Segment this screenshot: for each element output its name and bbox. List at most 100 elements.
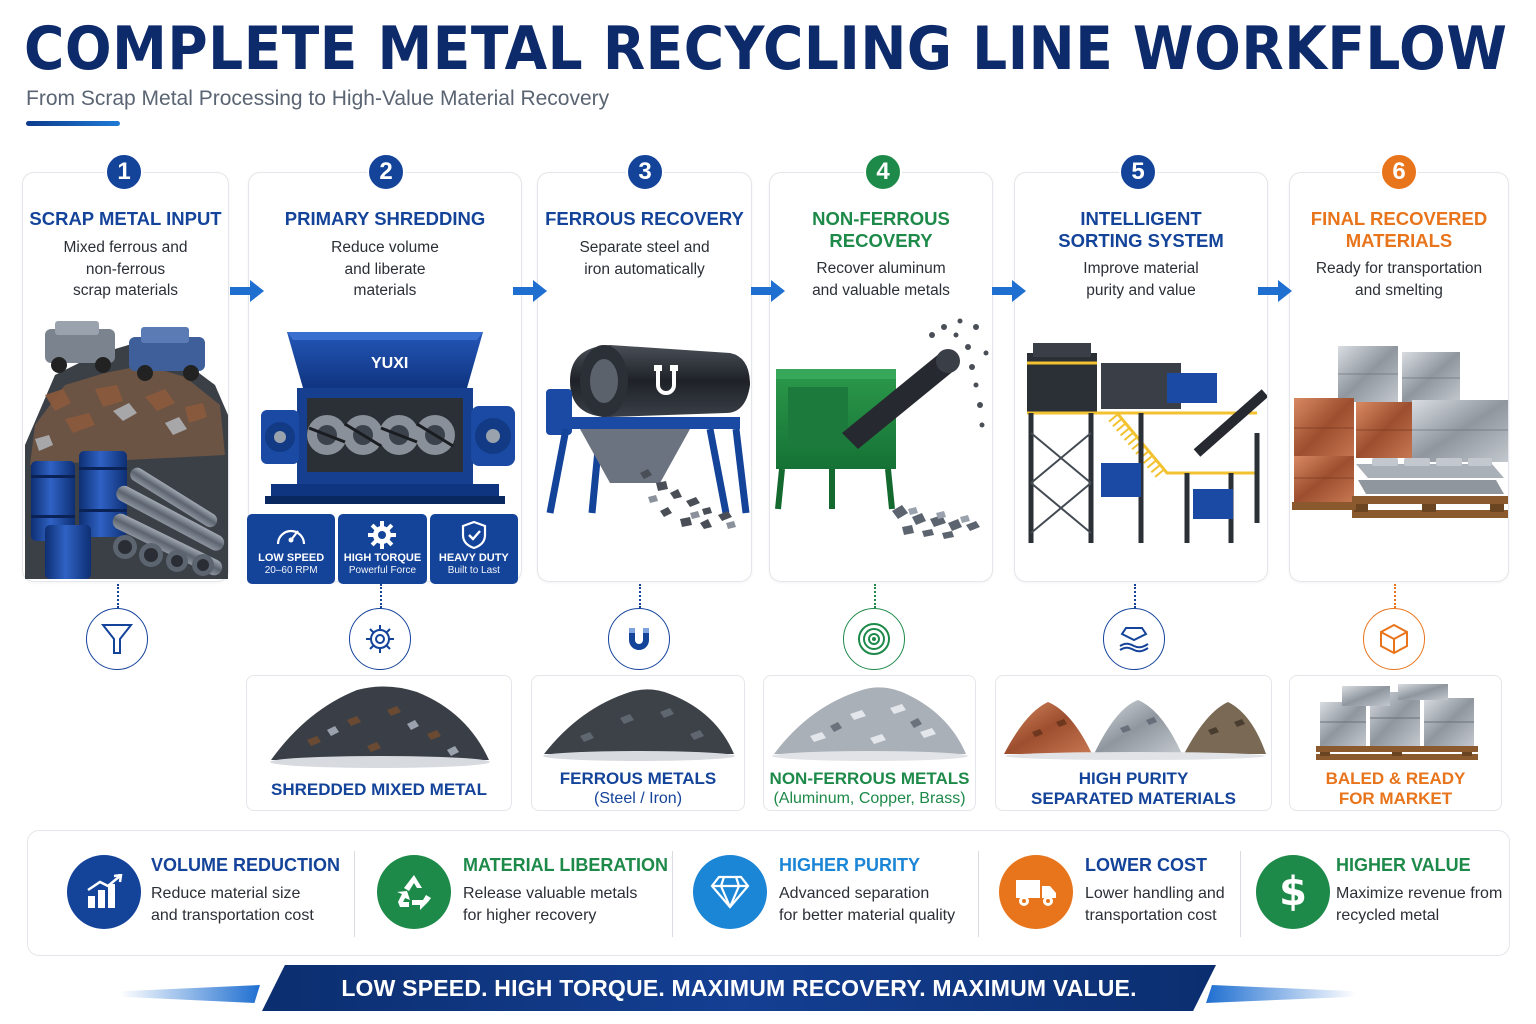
step-card-ferrous-recovery: FERROUS RECOVERY Separate steel and iron…	[537, 172, 752, 582]
connector-line	[1134, 584, 1136, 608]
bar-chart-icon	[67, 855, 141, 929]
tagline-text: LOW SPEED. HIGH TORQUE. MAXIMUM RECOVERY…	[341, 974, 1137, 1001]
benefit-title: VOLUME REDUCTION	[151, 855, 340, 875]
step-card-final-materials: FINAL RECOVERED MATERIALS Ready for tran…	[1289, 172, 1509, 582]
output-label: SHREDDED MIXED METAL	[271, 780, 487, 799]
sorting-hand-icon	[1119, 627, 1149, 653]
ferrous-metal-pile-image	[543, 689, 735, 761]
page-subtitle: From Scrap Metal Processing to High-Valu…	[26, 87, 610, 110]
tagline-banner: LOW SPEED. HIGH TORQUE. MAXIMUM RECOVERY…	[262, 965, 1216, 1011]
scrap-pile-image	[25, 321, 228, 579]
output-label-line2: FOR MARKET	[1338, 789, 1453, 808]
shredder-machine-image: YUXI	[261, 332, 515, 504]
benefit-title: MATERIAL LIBERATION	[463, 855, 668, 875]
feature-heavy-duty: HEAVY DUTY Built to Last	[429, 514, 518, 584]
output-label: FERROUS METALS	[559, 769, 717, 788]
connector-ring	[349, 608, 411, 670]
step-description: Ready for transportation and smelting	[1315, 260, 1483, 299]
sorting-system-image	[1027, 343, 1267, 543]
eddy-current-separator-image	[775, 318, 989, 539]
step-number-badge: 2	[367, 153, 405, 191]
flow-arrow-icon	[513, 280, 547, 302]
feature-sub: 20–60 RPM	[264, 565, 318, 576]
step-description: Separate steel and iron automatically	[579, 239, 710, 278]
box-icon	[1380, 623, 1408, 655]
step-title-line2: RECOVERY	[829, 230, 933, 251]
speedometer-icon	[247, 518, 335, 552]
step-title: PRIMARY SHREDDING	[284, 208, 486, 229]
flow-arrow-icon	[230, 280, 264, 302]
benefit-description: Reduce material size and transportation …	[151, 885, 314, 924]
output-sublabel: (Steel / Iron)	[593, 790, 683, 807]
shredder-feature-strip: LOW SPEED 20–60 RPM HIGH TORQUE Powerful…	[247, 514, 518, 584]
benefits-panel: VOLUME REDUCTION Reduce material size an…	[27, 830, 1510, 956]
feature-label: LOW SPEED	[258, 552, 325, 564]
benefit-higher-purity: HIGHER PURITY Advanced separation for be…	[672, 831, 978, 957]
connector-ring	[608, 608, 670, 670]
shield-check-icon	[430, 518, 518, 552]
connector-line	[639, 584, 641, 608]
step-number-badge: 5	[1119, 153, 1157, 191]
output-label-line2: SEPARATED MATERIALS	[1031, 789, 1236, 808]
benefit-divider	[672, 851, 673, 937]
connector-ring	[1103, 608, 1165, 670]
gear-icon	[338, 518, 426, 552]
benefit-description: Maximize revenue from recycled metal	[1336, 885, 1503, 924]
benefit-title: HIGHER VALUE	[1336, 855, 1471, 875]
output-card-non-ferrous: NON-FERROUS METALS (Aluminum, Copper, Br…	[763, 675, 976, 811]
flow-arrow-icon	[1258, 280, 1292, 302]
banner-wing-left	[120, 985, 260, 1003]
connector-ring	[843, 608, 905, 670]
feature-label: HIGH TORQUE	[343, 552, 422, 564]
step-title: FERROUS RECOVERY	[545, 208, 744, 229]
connector-line	[874, 584, 876, 608]
output-card-shredded: SHREDDED MIXED METAL	[246, 675, 512, 811]
step-title-line2: SORTING SYSTEM	[1058, 230, 1224, 251]
connector-line	[117, 584, 119, 608]
page-title: COMPLETE METAL RECYCLING LINE WORKFLOW	[24, 14, 1508, 84]
step-card-intelligent-sorting: INTELLIGENT SORTING SYSTEM Improve mater…	[1014, 172, 1268, 582]
step-title-line1: NON-FERROUS	[812, 208, 950, 229]
benefit-description: Release valuable metals for higher recov…	[463, 885, 638, 924]
output-card-high-purity: HIGH PURITY SEPARATED MATERIALS	[995, 675, 1272, 811]
benefit-divider	[354, 851, 355, 937]
output-card-ferrous: FERROUS METALS (Steel / Iron)	[531, 675, 745, 811]
benefit-volume-reduction: VOLUME REDUCTION Reduce material size an…	[28, 831, 354, 957]
step-card-non-ferrous-recovery: NON-FERROUS RECOVERY Recover aluminum an…	[769, 172, 993, 582]
gear-icon	[366, 625, 394, 653]
benefit-material-liberation: MATERIAL LIBERATION Release valuable met…	[354, 831, 672, 957]
step-title-line1: FINAL RECOVERED	[1310, 208, 1488, 229]
step-description: Improve material purity and value	[1083, 260, 1199, 299]
benefit-title: LOWER COST	[1085, 855, 1207, 875]
separated-material-piles-image	[1004, 700, 1266, 760]
output-card-baled: BALED & READY FOR MARKET	[1289, 675, 1502, 811]
flow-arrow-icon	[751, 280, 785, 302]
eddy-current-icon	[858, 623, 890, 655]
output-label: NON-FERROUS METALS	[769, 769, 970, 788]
step-number-badge: 4	[864, 153, 902, 191]
shredded-metal-pile-image	[270, 686, 490, 768]
dollar-icon: $	[1256, 855, 1330, 929]
benefit-description: Advanced separation for better material …	[779, 885, 956, 924]
output-sublabel: (Aluminum, Copper, Brass)	[773, 790, 966, 807]
step-number-badge: 6	[1380, 153, 1418, 191]
output-label-line1: HIGH PURITY	[1078, 769, 1189, 788]
magnet-icon	[629, 628, 649, 650]
title-underline	[26, 121, 120, 126]
benefit-title: HIGHER PURITY	[779, 855, 921, 875]
connector-ring	[1363, 608, 1425, 670]
benefit-description: Lower handling and transportation cost	[1085, 885, 1225, 924]
benefit-divider	[978, 851, 979, 937]
connector-ring	[86, 608, 148, 670]
step-title: SCRAP METAL INPUT	[29, 208, 222, 229]
benefit-divider	[1240, 851, 1241, 937]
banner-wing-right	[1206, 985, 1356, 1003]
step-number-badge: 3	[626, 153, 664, 191]
step-description: Recover aluminum and valuable metals	[812, 260, 950, 299]
feature-sub: Built to Last	[447, 565, 500, 576]
step-title-line2: MATERIALS	[1345, 230, 1453, 251]
output-label-line1: BALED & READY	[1325, 769, 1466, 788]
step-card-primary-shredding: PRIMARY SHREDDING Reduce volume and libe…	[248, 172, 522, 582]
benefit-higher-value: $ HIGHER VALUE Maximize revenue from rec…	[1240, 831, 1510, 957]
truck-icon	[999, 855, 1073, 929]
